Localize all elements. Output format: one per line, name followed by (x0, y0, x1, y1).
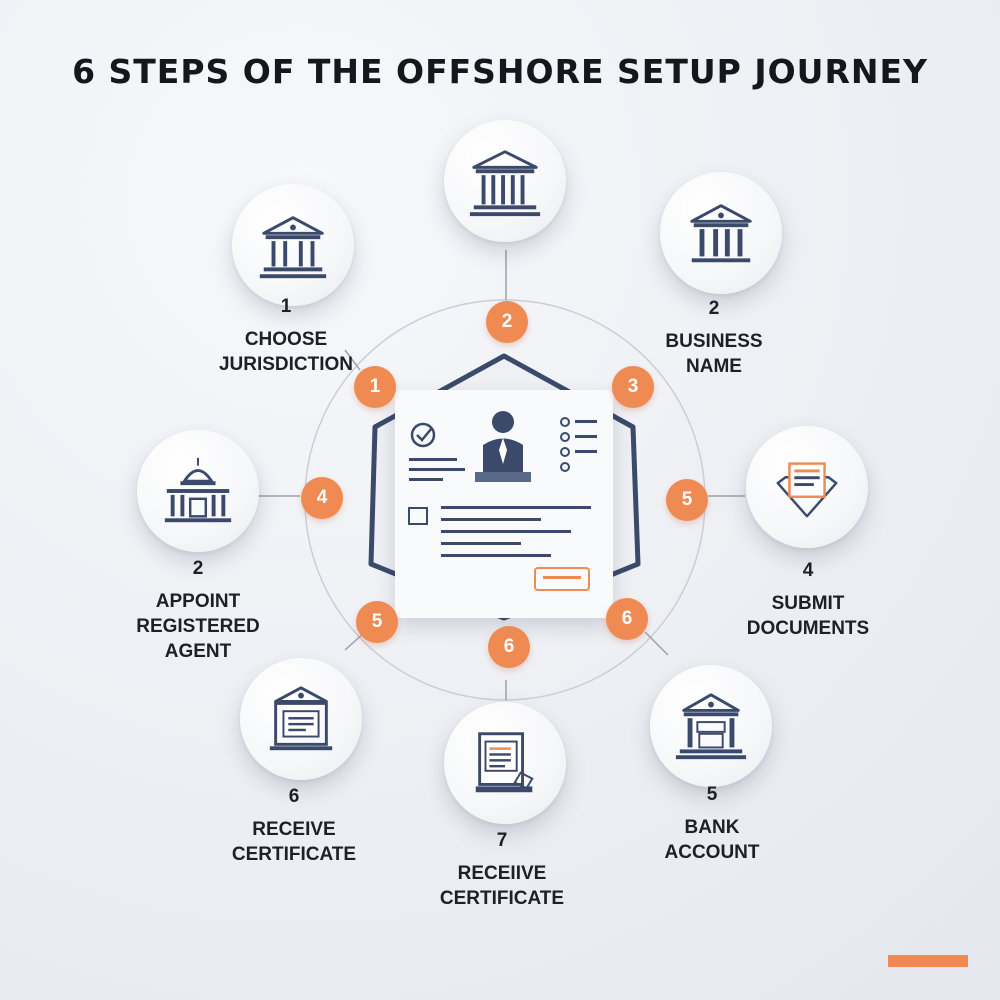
step-label-appoint-registered-agent: 2 APPOINT REGISTERED AGENT (98, 556, 298, 664)
step-label-line: RECEIIVE (457, 863, 547, 884)
step-label-line: RECEIVE (252, 819, 336, 840)
step-badge: 3 (612, 366, 654, 408)
step-node-appoint-registered-agent (137, 430, 259, 552)
step-number: 2 (192, 558, 204, 579)
step-node-business-name (660, 172, 782, 294)
step-label-bank-account: 5 BANK ACCOUNT (612, 782, 812, 865)
step-label-line: CERTIFICATE (231, 844, 357, 865)
classical-building-icon (259, 216, 327, 279)
step-number: 4 (802, 560, 814, 581)
step-number: 6 (288, 786, 300, 807)
step-badge: 2 (486, 301, 528, 343)
step-number: 7 (496, 830, 508, 851)
step-label-line: APPOINT (155, 591, 241, 612)
step-number: 5 (706, 784, 718, 805)
step-node-receive-certificate-left (240, 658, 362, 780)
step-label-line: ACCOUNT (664, 842, 760, 863)
step-badge: 1 (354, 366, 396, 408)
step-label-business-name: 2 BUSINESS NAME (614, 296, 814, 379)
step-label-receive-certificate-bottom: 7 RECEIIVE CERTIFICATE (402, 828, 602, 911)
certificate-building-icon (269, 686, 333, 751)
decorative-accent-bar (888, 955, 968, 967)
step-label-line: BANK (684, 817, 740, 838)
step-number: 1 (280, 296, 292, 317)
page-title: 6 STEPS OF THE OFFSHORE SETUP JOURNEY (72, 52, 928, 91)
certificate-monitor-icon (475, 732, 534, 793)
step-node-bank-account (650, 665, 772, 787)
step-badge: 4 (301, 477, 343, 519)
step-label-receive-certificate-left: 6 RECEIVE CERTIFICATE (194, 784, 394, 867)
step-badge: 6 (606, 598, 648, 640)
capitol-building-icon (164, 457, 232, 523)
step-label-choose-jurisdiction: 1 CHOOSE JURISDICTION (186, 294, 386, 377)
step-label-line: NAME (686, 356, 742, 377)
step-badge: 5 (356, 601, 398, 643)
step-number: 2 (708, 298, 720, 319)
document-envelope-icon (776, 462, 838, 518)
step-label-line: REGISTERED (136, 616, 260, 637)
step-label-line: SUBMIT (771, 593, 845, 614)
step-label-line: CERTIFICATE (439, 888, 565, 909)
classical-building-icon (469, 150, 541, 217)
step-label-line: AGENT (164, 641, 232, 662)
step-node-receive-certificate-bottom (444, 702, 566, 824)
step-label-submit-documents: 4 SUBMIT DOCUMENTS (708, 558, 908, 641)
step-node-top (444, 120, 566, 242)
step-label-line: JURISDICTION (218, 354, 354, 375)
step-badge: 6 (488, 626, 530, 668)
step-label-line: DOCUMENTS (746, 618, 870, 639)
step-badge: 5 (666, 479, 708, 521)
bank-building-icon (675, 693, 747, 760)
step-node-choose-jurisdiction (232, 184, 354, 306)
document-illustration-icon (408, 411, 597, 591)
step-label-line: CHOOSE (244, 329, 328, 350)
step-label-line: BUSINESS (665, 331, 763, 352)
central-document (395, 390, 613, 618)
step-node-submit-documents (746, 426, 868, 548)
classical-building-icon (690, 204, 752, 263)
